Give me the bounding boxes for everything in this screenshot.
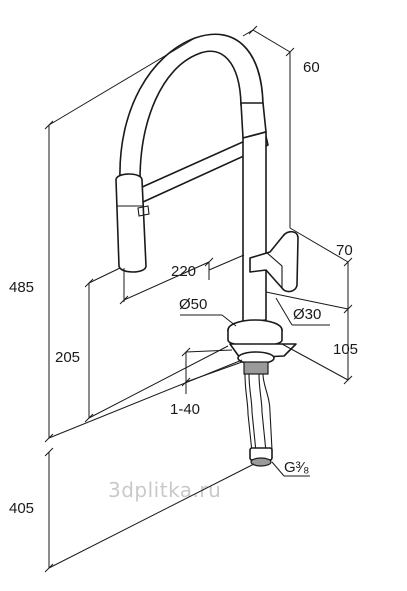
dim-220-ext-col: [208, 254, 245, 271]
label-d50: Ø50: [179, 296, 207, 313]
dim-1-40-ext-top: [185, 349, 233, 353]
label-220: 220: [171, 263, 196, 280]
watermark-text: 3dplitka.ru: [108, 478, 221, 502]
dim-105-tick-bottom: [343, 375, 353, 385]
label-70: 70: [336, 242, 353, 259]
label-485: 485: [9, 279, 34, 296]
supply-hose-left: [248, 373, 257, 453]
dim-60-tick-a: [248, 25, 258, 35]
hose-connector-thread: [250, 457, 272, 467]
dim-485-ext-top: [48, 37, 196, 126]
dim-105-ext: [281, 343, 349, 381]
label-d30: Ø30: [293, 306, 321, 323]
dim-d30-leader: [275, 297, 293, 326]
dim-d50-leader: [221, 314, 237, 327]
dim-70-line: [289, 227, 349, 263]
dim-d30-ext: [265, 291, 349, 310]
faucet-illustration: [115, 33, 299, 467]
label-105: 105: [333, 341, 358, 358]
counter-surface-top: [88, 345, 229, 419]
label-60: 60: [303, 59, 320, 76]
label-205: 205: [55, 349, 80, 366]
counter-surface-bottom: [48, 359, 243, 439]
lever-handle: [249, 230, 299, 293]
dimension-lines: [44, 25, 353, 573]
dim-205-ext: [88, 267, 121, 284]
dim-60-line: [252, 29, 291, 53]
spray-head: [115, 173, 147, 273]
dim-220-tick-b: [204, 257, 214, 267]
label-thread-g38: G³⁄₈: [284, 459, 309, 476]
dim-70-tick-top: [343, 257, 353, 267]
supply-hose-right-outer: [262, 373, 273, 451]
label-405: 405: [9, 500, 34, 517]
dim-thread-leader: [271, 461, 285, 477]
dim-405-ext-bottom: [48, 463, 255, 569]
dim-220-line: [123, 261, 210, 301]
lever-edge: [265, 251, 283, 288]
label-1-40: 1-40: [170, 401, 200, 418]
main-column: [242, 131, 267, 323]
dim-405-tick-top: [44, 447, 54, 457]
supply-hose-left-outer: [244, 373, 253, 453]
mounting-nut-body: [243, 361, 269, 375]
supply-hose-right: [258, 373, 267, 453]
dim-220-tick-a: [119, 295, 129, 305]
dimension-labels: 60 485 220 Ø50 70 Ø30 205 105 1-40 405 G…: [9, 59, 358, 517]
spray-head-tip: [137, 205, 150, 217]
